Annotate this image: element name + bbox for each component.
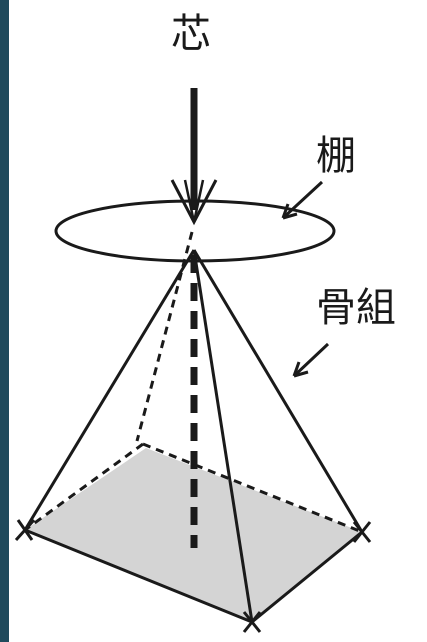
frame-edge-front (192, 249, 254, 623)
hidden-base-edge-right (142, 442, 363, 534)
label-shelf: 棚 (316, 133, 356, 179)
base-edge-right (251, 530, 363, 624)
corner-marks (14, 518, 372, 633)
label-frame: 骨組 (316, 285, 396, 331)
frame-edge-left (23, 249, 196, 531)
label-core: 芯 (171, 11, 211, 57)
hidden-edge-left (135, 231, 194, 442)
frame-edge-right (192, 249, 364, 533)
frame-pointer-arrow (292, 342, 330, 378)
base-edge-front (24, 528, 253, 624)
left-edge-strip (0, 0, 9, 642)
core-arrow-head-inner (183, 179, 205, 223)
shelf-pointer-arrow (281, 180, 324, 220)
hidden-base-edge-left (24, 442, 144, 532)
